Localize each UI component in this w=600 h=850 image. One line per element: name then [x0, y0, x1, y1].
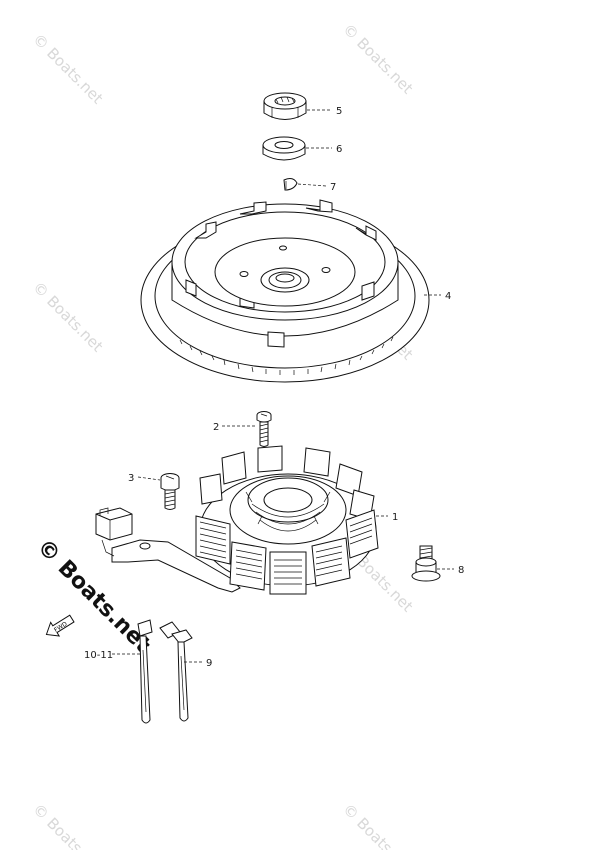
leader-lines: [112, 109, 454, 663]
watermark-top-left: © Boats.net: [29, 30, 107, 108]
callout-3: 3: [128, 473, 134, 484]
callout-4: 4: [445, 291, 451, 302]
callout-1: 1: [392, 512, 398, 523]
part-2-screw: [256, 411, 272, 447]
part-10-11-cable-tie: [137, 619, 153, 724]
callout-labels: 5 6 7 4 2 3 1 8 10-11 9: [84, 106, 464, 669]
callout-8: 8: [458, 565, 464, 576]
watermark-group: © Boats.net © Boats.net © Boats.net © Bo…: [29, 20, 417, 850]
part-5-nut: [263, 92, 307, 120]
callout-10-11: 10-11: [84, 650, 113, 661]
watermark-mid-left: © Boats.net: [29, 278, 107, 356]
part-7-key: [283, 178, 298, 191]
part-1-stator: [95, 445, 379, 595]
callout-6: 6: [336, 144, 342, 155]
part-6-washer: [262, 136, 306, 161]
callout-9: 9: [206, 658, 212, 669]
part-9-cable-tie: [159, 621, 193, 722]
watermark-bottom-right: © Boats.net: [339, 800, 417, 850]
watermark-bottom-left: © Boats.net: [29, 800, 107, 850]
part-8-bolt: [411, 545, 441, 582]
part-4-flywheel: [140, 199, 430, 383]
watermark-top-right: © Boats.net: [339, 20, 417, 98]
part-3-bolt: [160, 473, 180, 510]
fwd-arrow: FWD: [45, 614, 75, 637]
callout-7: 7: [330, 182, 336, 193]
callout-5: 5: [336, 106, 342, 117]
callout-2: 2: [213, 422, 219, 433]
